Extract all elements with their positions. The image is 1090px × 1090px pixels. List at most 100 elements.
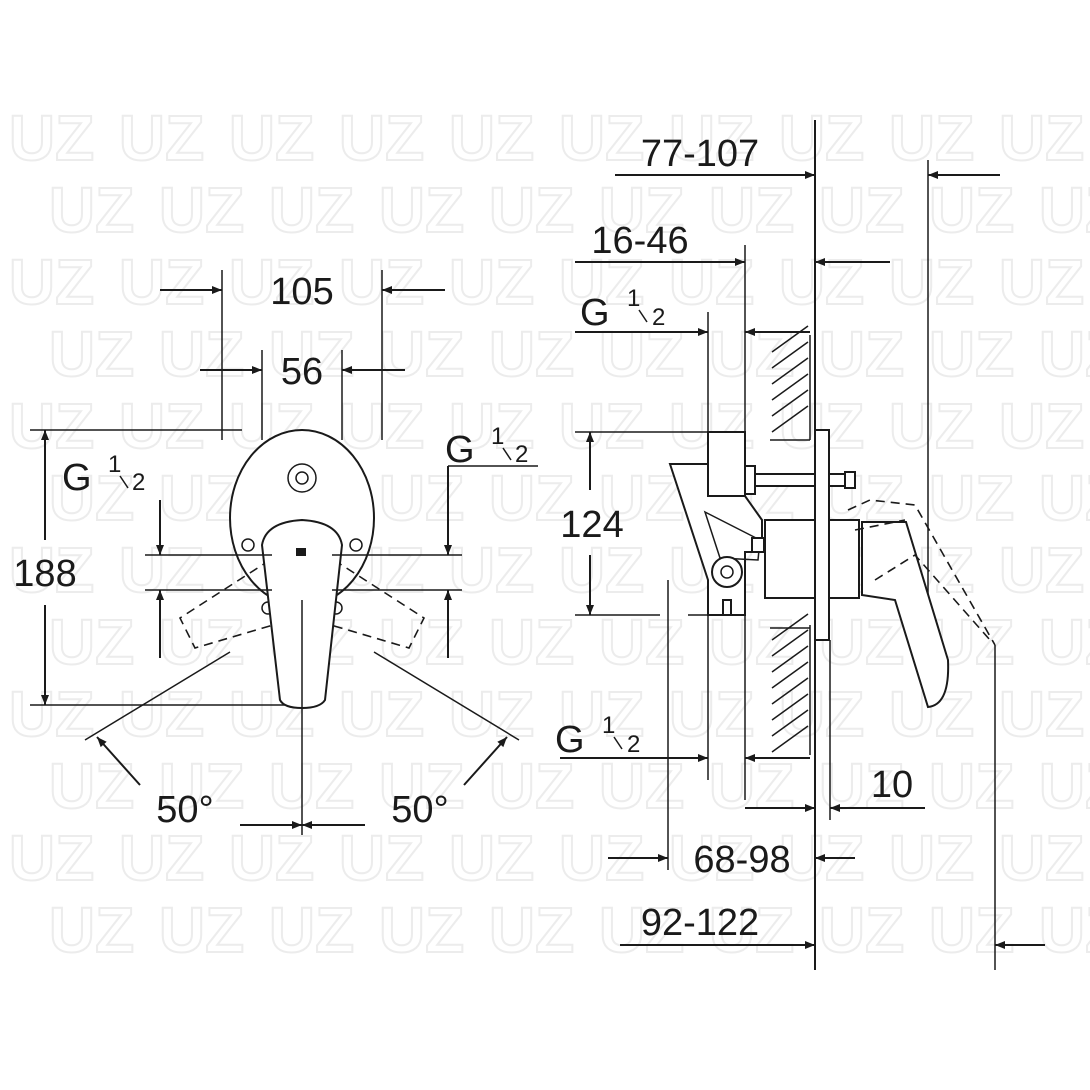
watermark-text: UZ: [559, 534, 644, 606]
watermark-text: UZ: [599, 462, 684, 534]
screw: [241, 538, 255, 552]
wall-hatching: [771, 325, 809, 753]
watermark-text: UZ: [449, 534, 534, 606]
bolt-head: [744, 465, 756, 495]
watermark-text: UZ: [779, 102, 864, 174]
mounting-bolt: [754, 473, 846, 487]
watermark-text: UZ: [489, 894, 574, 966]
watermark-text: UZ: [559, 102, 644, 174]
fraction-den: 2: [132, 469, 145, 496]
lever-indicator: [296, 548, 306, 556]
upper-inlet-block: [707, 431, 746, 497]
hatch-line: [771, 725, 809, 753]
watermark-text: UZ: [889, 822, 974, 894]
dimension-92-122: 92-122: [641, 902, 759, 944]
watermark-text: UZ: [449, 390, 534, 462]
watermark-text: UZ: [599, 750, 684, 822]
watermark-text: UZ: [379, 462, 464, 534]
watermark-text: UZ: [339, 822, 424, 894]
watermark: UZUZUZUZUZUZUZUZUZUZUZUZUZUZUZUZUZUZUZUZ…: [8, 101, 1090, 967]
hatch-line: [771, 341, 809, 369]
hatch-line: [771, 629, 809, 657]
watermark-text: UZ: [49, 318, 134, 390]
watermark-text: UZ: [489, 750, 574, 822]
watermark-text: UZ: [449, 822, 534, 894]
watermark-text: UZ: [379, 894, 464, 966]
watermark-text: UZ: [379, 750, 464, 822]
watermark-text: UZ: [669, 678, 754, 750]
watermark-text: UZ: [489, 606, 574, 678]
watermark-text: UZ: [229, 822, 314, 894]
hatch-line: [771, 661, 809, 689]
handle-rotated-right: [313, 559, 426, 649]
screw-center: [295, 471, 309, 485]
fraction-slash: [119, 475, 129, 489]
watermark-text: UZ: [119, 534, 204, 606]
watermark-text: UZ: [269, 318, 354, 390]
watermark-text: UZ: [229, 246, 314, 318]
watermark-text: UZ: [559, 246, 644, 318]
watermark-text: UZ: [599, 894, 684, 966]
watermark-text: UZ: [669, 246, 754, 318]
bolt-end: [844, 471, 856, 489]
angle-line: [373, 651, 520, 741]
angle-arrow: [96, 736, 141, 786]
watermark-text: UZ: [449, 678, 534, 750]
dimension-10: 10: [871, 764, 913, 806]
dimension-77-107: 77-107: [641, 133, 759, 175]
watermark-text: UZ: [449, 246, 534, 318]
dimension-16-46: 16-46: [591, 220, 688, 262]
angle-arrow: [463, 736, 508, 786]
watermark-text: UZ: [889, 390, 974, 462]
hatch-line: [771, 693, 809, 721]
fraction-den: 2: [627, 731, 640, 758]
inlet-center: [720, 565, 734, 579]
watermark-text: UZ: [999, 822, 1084, 894]
watermark-text: UZ: [119, 390, 204, 462]
side-view: 77-107 16-46 G 1 2 124 G: [555, 120, 1045, 970]
watermark-text: UZ: [379, 318, 464, 390]
connection-bottom-label: G: [555, 719, 585, 761]
mounting-screw: [287, 463, 317, 493]
hatch-line: [771, 325, 809, 353]
watermark-text: UZ: [9, 678, 94, 750]
watermark-text: UZ: [379, 606, 464, 678]
connection-top-label: G: [580, 292, 610, 334]
pin: [722, 599, 732, 616]
watermark-text: UZ: [9, 390, 94, 462]
watermark-text: UZ: [1039, 318, 1090, 390]
watermark-text: UZ: [159, 750, 244, 822]
watermark-text: UZ: [49, 606, 134, 678]
watermark-text: UZ: [599, 606, 684, 678]
watermark-text: UZ: [669, 822, 754, 894]
watermark-text: UZ: [999, 102, 1084, 174]
watermark-text: UZ: [229, 102, 314, 174]
watermark-text: UZ: [449, 102, 534, 174]
watermark-text: UZ: [159, 606, 244, 678]
hatch-line: [771, 389, 809, 417]
watermark-text: UZ: [999, 246, 1084, 318]
dimension-188: 188: [13, 553, 76, 595]
watermark-text: UZ: [1039, 894, 1090, 966]
hatch-line: [771, 405, 809, 433]
watermark-text: UZ: [819, 174, 904, 246]
connection-left-label: G: [62, 457, 92, 499]
lower-inlet: [711, 556, 743, 588]
fraction-num: 1: [602, 712, 615, 739]
watermark-text: UZ: [159, 318, 244, 390]
valve-body-recess: [703, 510, 761, 561]
watermark-text: UZ: [709, 606, 794, 678]
watermark-text: UZ: [709, 174, 794, 246]
hatch-line: [771, 645, 809, 673]
watermark-text: UZ: [119, 822, 204, 894]
dimension-68-98: 68-98: [693, 839, 790, 881]
watermark-text: UZ: [159, 174, 244, 246]
watermark-text: UZ: [119, 246, 204, 318]
watermark-text: UZ: [889, 102, 974, 174]
watermark-text: UZ: [269, 174, 354, 246]
watermark-text: UZ: [1039, 750, 1090, 822]
watermark-text: UZ: [9, 534, 94, 606]
handle-base: [828, 519, 860, 599]
dimension-56: 56: [281, 351, 323, 393]
front-view: 105 56 188 G 1 2: [13, 270, 538, 835]
